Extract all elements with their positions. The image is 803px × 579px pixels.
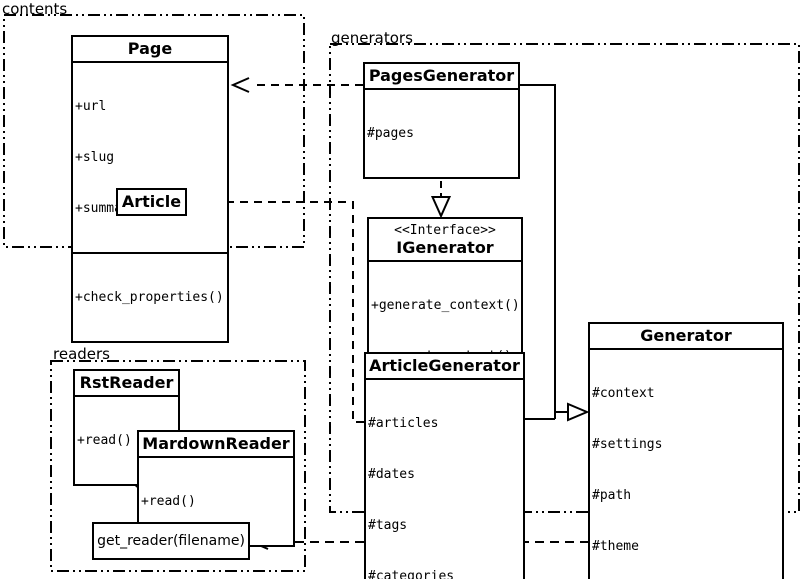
class-box-article: Article: [116, 188, 187, 216]
attribute-row: #context: [592, 386, 655, 401]
class-title-generator: Generator: [640, 326, 732, 345]
readers-package-label: readers: [53, 345, 110, 363]
method-row: +read(): [77, 433, 132, 448]
getreader-function-label: get_reader(filename): [97, 533, 245, 549]
method-row: +check_properties(): [75, 290, 224, 305]
generators-package-border: [329, 43, 800, 513]
attribute-row: #articles: [368, 416, 439, 431]
class-title-igenerator: <<Interface>> IGenerator: [369, 219, 521, 260]
class-title-article: Article: [121, 192, 182, 211]
attribute-row: #tags: [368, 518, 408, 533]
pagesgenerator-to-page-dependency-arrow: [230, 77, 363, 93]
getreader-function-box: get_reader(filename): [92, 522, 250, 560]
attribute-row: #dates: [368, 467, 415, 482]
class-title-mardownreader: MardownReader: [142, 434, 290, 453]
class-box-articlegenerator: ArticleGenerator #articles #dates #tags …: [364, 352, 525, 579]
class-title-rstreader: RstReader: [79, 373, 174, 392]
attribute-row: #pages: [367, 126, 414, 141]
attribute-row: #theme: [592, 539, 639, 554]
attribute-row: +url: [75, 99, 107, 114]
class-title-page: Page: [127, 39, 173, 58]
class-box-generator: Generator #context #settings #path #them…: [588, 322, 784, 579]
class-methods-rstreader: +read(): [75, 395, 178, 484]
class-attributes-page: +url +slug +summary: [73, 61, 227, 252]
class-attributes-generator: #context #settings #path #theme #output_…: [590, 348, 782, 579]
class-title-pagesgenerator: PagesGenerator: [368, 66, 515, 85]
method-row: +generate_context(): [371, 298, 520, 313]
attribute-row: #path: [592, 488, 632, 503]
attribute-row: #settings: [592, 437, 663, 452]
class-box-pagesgenerator: PagesGenerator #pages: [363, 62, 520, 179]
contents-package-label: contents: [2, 0, 68, 18]
class-title-text: IGenerator: [396, 238, 494, 257]
attribute-row: +slug: [75, 150, 115, 165]
class-attributes-articlegenerator: #articles #dates #tags #categories: [366, 378, 523, 579]
generators-package-label: generators: [331, 29, 413, 47]
attribute-row: #categories: [368, 569, 455, 579]
class-methods-mardownreader: +read(): [139, 456, 293, 545]
method-row: +read(): [141, 494, 196, 509]
class-title-articlegenerator: ArticleGenerator: [369, 356, 520, 375]
class-attributes-pagesgenerator: #pages: [365, 88, 518, 177]
interface-stereotype: <<Interface>>: [394, 223, 496, 238]
generators-to-generator-generalization-arrow: [520, 84, 590, 422]
class-methods-page: +check_properties(): [73, 252, 227, 341]
readers-package-border: [50, 360, 306, 572]
